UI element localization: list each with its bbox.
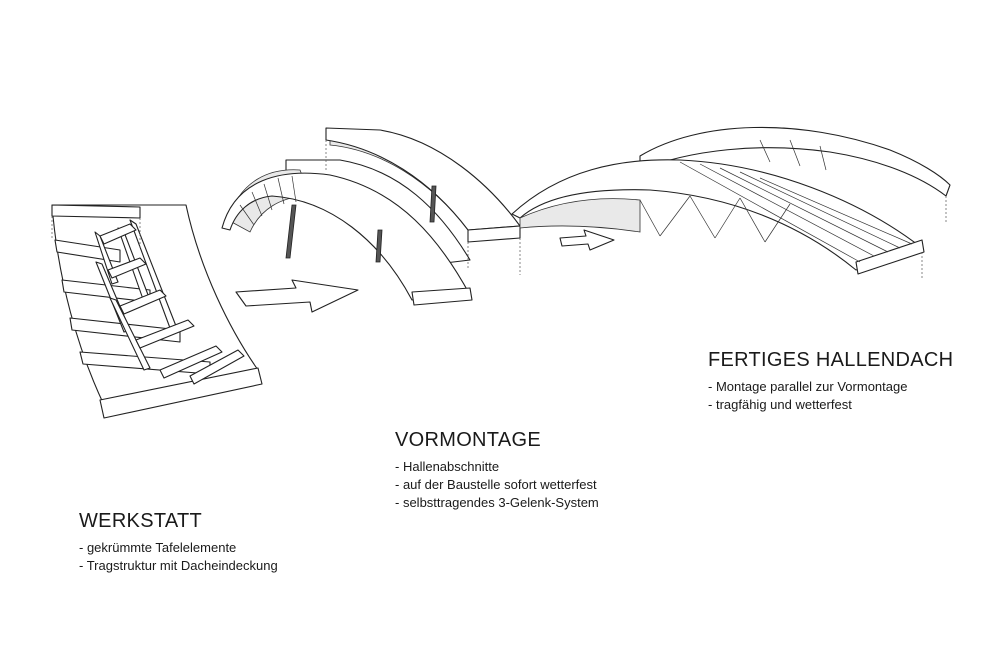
list-item: Hallenabschnitte bbox=[395, 458, 599, 476]
workshop-panel-element bbox=[51, 204, 263, 419]
vormontage-label: VORMONTAGE Hallenabschnitte auf der Baus… bbox=[395, 429, 599, 512]
hallendach-title: FERTIGES HALLENDACH bbox=[708, 349, 954, 371]
list-item: gekrümmte Tafelelemente bbox=[79, 539, 278, 557]
finished-hall-roof bbox=[511, 126, 951, 280]
vormontage-list: Hallenabschnitte auf der Baustelle sofor… bbox=[395, 458, 599, 512]
preassembly-arches bbox=[221, 127, 521, 306]
hallendach-label: FERTIGES HALLENDACH Montage parallel zur… bbox=[708, 349, 953, 414]
vormontage-title: VORMONTAGE bbox=[395, 429, 541, 451]
arrow-right-icon bbox=[235, 279, 359, 313]
list-item: Tragstruktur mit Dacheindeckung bbox=[79, 557, 278, 575]
list-item: tragfähig und wetterfest bbox=[708, 396, 953, 414]
list-item: auf der Baustelle sofort wetterfest bbox=[395, 476, 599, 494]
werkstatt-label: WERKSTATT gekrümmte Tafelelemente Tragst… bbox=[79, 510, 278, 575]
list-item: Montage parallel zur Vormontage bbox=[708, 378, 953, 396]
werkstatt-list: gekrümmte Tafelelemente Tragstruktur mit… bbox=[79, 539, 278, 575]
list-item: selbsttragendes 3-Gelenk-System bbox=[395, 494, 599, 512]
hallendach-list: Montage parallel zur Vormontage tragfähi… bbox=[708, 378, 953, 414]
arrow-right-icon bbox=[559, 229, 615, 251]
werkstatt-title: WERKSTATT bbox=[79, 510, 203, 532]
